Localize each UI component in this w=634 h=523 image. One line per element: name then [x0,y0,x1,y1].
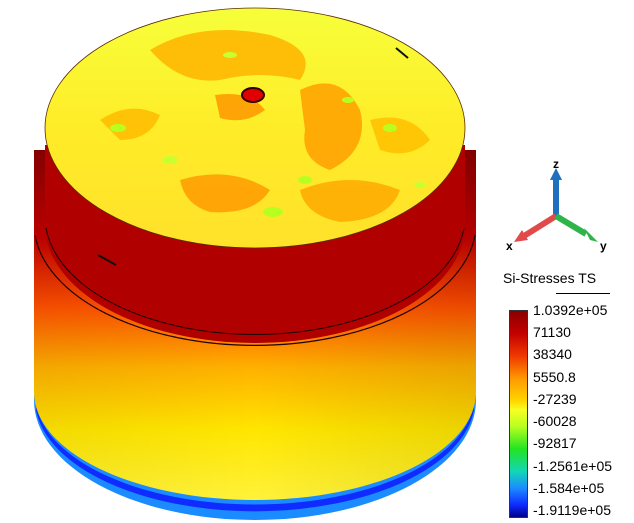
top-stress-patches [100,30,430,222]
legend-value: -1.9119e+05 [533,502,611,518]
y-axis-label: y [600,239,607,253]
legend-value: -1.584e+05 [533,479,605,496]
legend-value: 1.0392e+05 [533,302,608,318]
edge-mark-left [97,254,117,266]
x-axis-label: x [506,239,513,253]
y-axis-head [584,228,598,242]
legend-colorbar [509,310,528,518]
legend-title-text: Si-Stresses TS [503,270,597,286]
step-ring-line-inner [45,227,465,335]
legend-value: 5550.8 [533,368,576,385]
legend-value: 71130 [533,324,571,341]
z-axis-label: z [553,158,559,171]
legend-value: -92817 [533,435,577,452]
x-axis-head [514,230,528,242]
axis-triad: z x y [506,158,607,253]
legend-value: -27239 [533,390,577,407]
legend-title: Si-Stresses TS [503,270,631,286]
legend-value-list: 1.0392e+05 71130 38340 5550.8 -27239 -60… [533,302,633,520]
center-hole-marker [241,87,265,103]
cylinder-stress-model [34,7,476,520]
legend-title-underline [556,293,610,294]
z-axis-head [550,168,562,180]
y-axis-arrow [554,213,588,237]
top-green-spots [110,52,426,217]
edge-mark-right [395,47,409,59]
x-axis-arrow [522,213,558,239]
step-ring-line-outer [34,234,476,346]
legend-value: -1.2561e+05 [533,457,613,474]
legend-value: 38340 [533,346,572,363]
legend-value: -60028 [533,413,577,430]
